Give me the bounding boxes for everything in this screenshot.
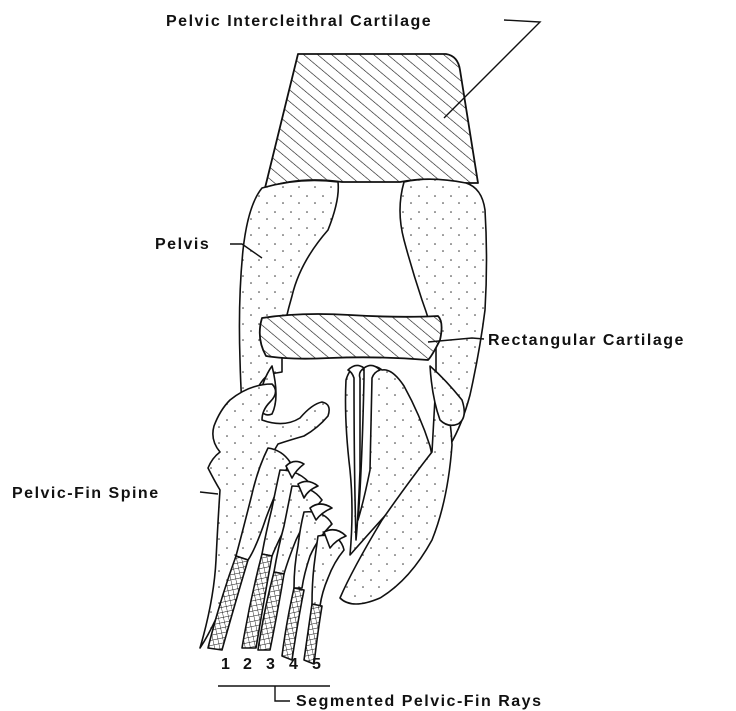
fin-ray-5 [312,535,344,606]
pelvic-intercleithral-cartilage [265,54,478,188]
label-pelvic-intercleithral-cartilage: Pelvic Intercleithral Cartilage [166,13,432,30]
ray-number-1: 1 [221,656,231,673]
label-segmented-pelvic-fin-rays: Segmented Pelvic-Fin Rays [296,693,542,710]
leader-pelvic-fin-spine [200,492,218,494]
label-pelvic-fin-spine: Pelvic-Fin Spine [12,485,160,502]
ray-number-3: 3 [266,656,276,673]
fin-ray-5-segments [304,604,322,664]
ray-number-2: 2 [243,656,253,673]
label-rectangular-cartilage: Rectangular Cartilage [488,332,685,349]
rectangular-cartilage [260,314,442,360]
label-pelvis: Pelvis [155,236,210,253]
fin-ray-4-segments [282,588,304,660]
ray-number-4: 4 [289,656,299,673]
ray-number-5: 5 [312,656,322,673]
